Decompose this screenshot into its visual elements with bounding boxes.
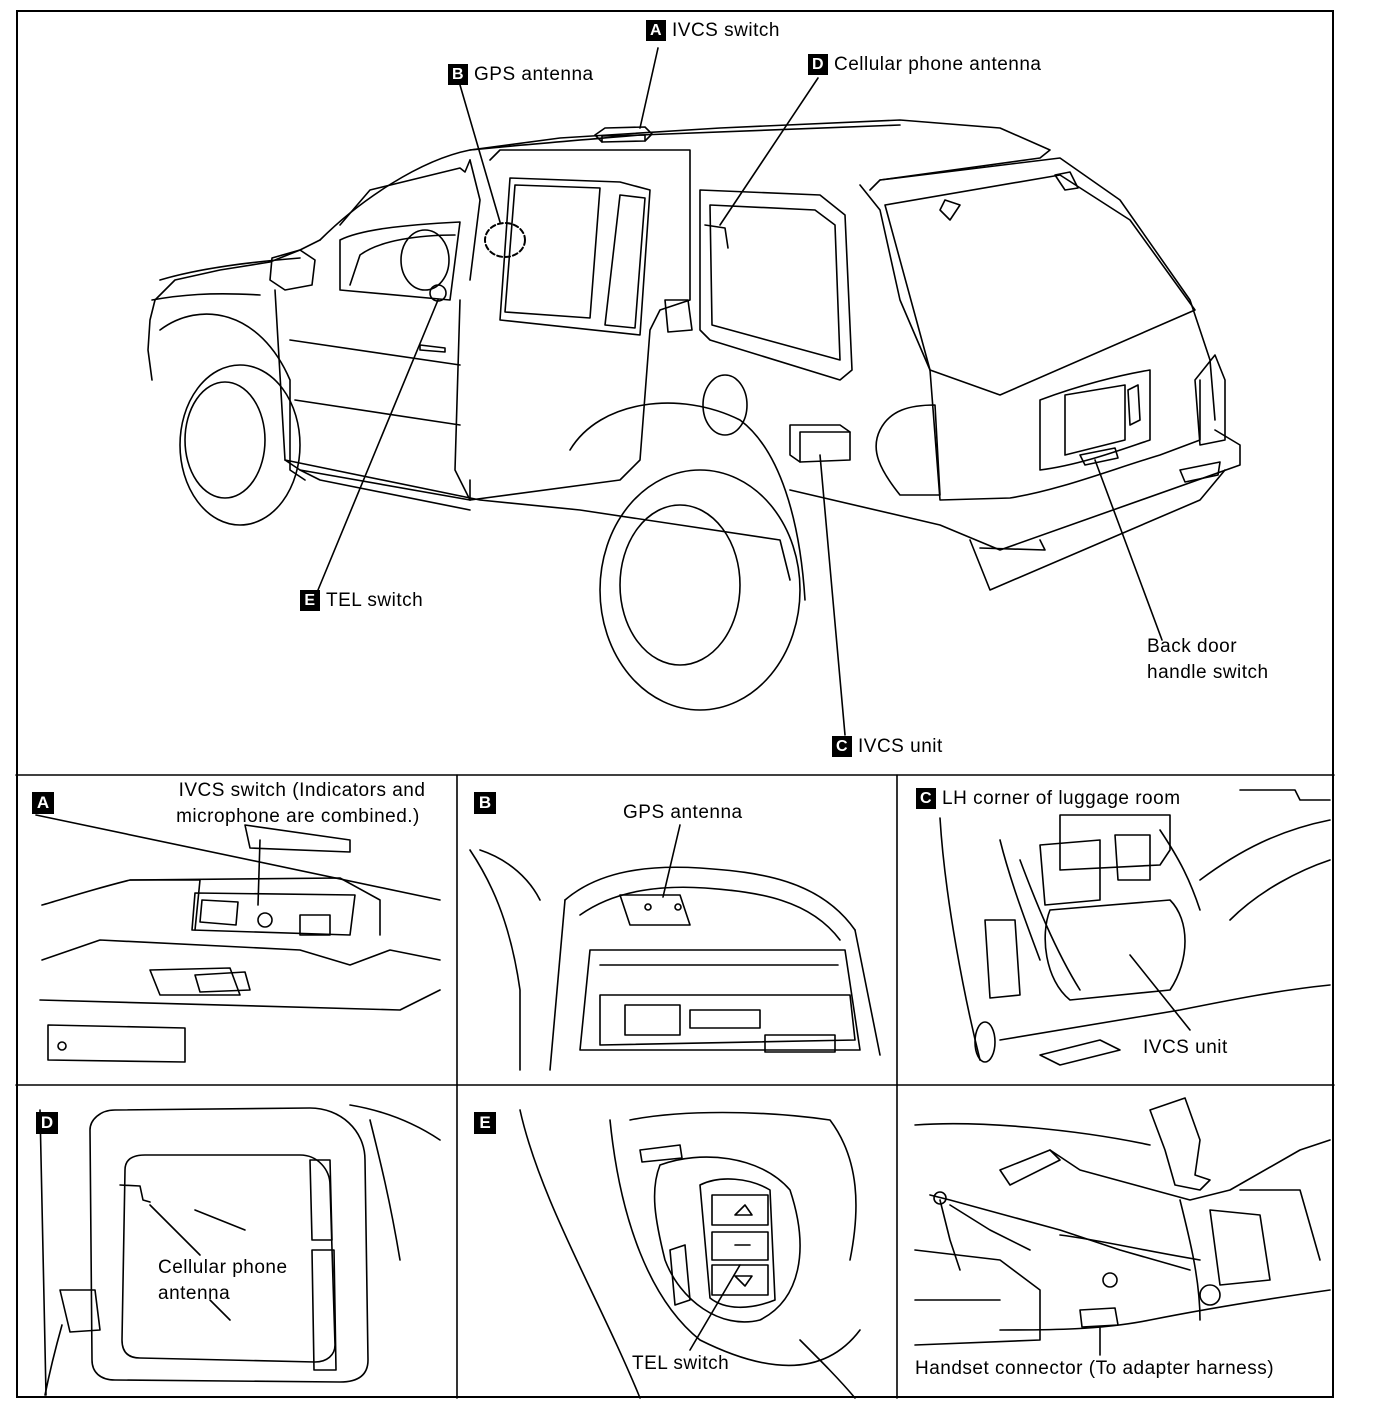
callout-b-text: GPS antenna <box>474 64 594 85</box>
panel-f-caption: Handset connector (To adapter harness) <box>915 1358 1275 1379</box>
panel-d-caption-1: Cellular phone <box>158 1257 288 1278</box>
panel-d-caption-2: antenna <box>158 1283 231 1304</box>
panel-c-art <box>939 789 1331 1066</box>
callout-d-key: D <box>808 54 828 76</box>
callout-e: E TEL switch <box>300 590 423 612</box>
callout-e-key: E <box>300 590 320 612</box>
callout-c-key: C <box>832 736 852 758</box>
callout-b: B GPS antenna <box>448 64 594 86</box>
diagram-frame <box>16 10 1334 1398</box>
back-door-label-2: handle switch <box>1147 662 1269 683</box>
panel-e-key: E <box>474 1112 496 1134</box>
panel-e-caption: TEL switch <box>632 1353 730 1374</box>
vehicle-illustration <box>147 47 1241 736</box>
callout-c: C IVCS unit <box>832 736 943 758</box>
callout-c-text: IVCS unit <box>858 736 943 757</box>
panel-a-art <box>35 814 441 1063</box>
panel-c-caption: C LH corner of luggage room <box>916 788 1181 810</box>
panel-b-art <box>469 824 881 1071</box>
panel-b-key: B <box>474 792 496 814</box>
panel-c-key: C <box>916 788 936 810</box>
panel-grid <box>15 774 1335 1399</box>
panel-f-art <box>914 1097 1331 1356</box>
panel-b-caption: GPS antenna <box>623 802 743 823</box>
panel-a-key: A <box>32 792 54 814</box>
callout-d: D Cellular phone antenna <box>808 54 1042 76</box>
panel-e-art <box>519 1109 861 1399</box>
panel-c-unit-label: IVCS unit <box>1143 1037 1228 1058</box>
panel-c-caption-text: LH corner of luggage room <box>942 788 1181 809</box>
callout-b-key: B <box>448 64 468 86</box>
panel-a-caption-1: IVCS switch (Indicators and <box>178 780 426 801</box>
back-door-label-1: Back door <box>1147 636 1238 657</box>
panel-d-art <box>39 1104 441 1396</box>
callout-a: A IVCS switch <box>646 20 780 42</box>
callout-e-text: TEL switch <box>326 590 424 611</box>
callout-a-key: A <box>646 20 666 42</box>
panel-d-key: D <box>36 1112 58 1134</box>
panel-a-caption-2: microphone are combined.) <box>176 806 420 827</box>
callout-d-text: Cellular phone antenna <box>834 54 1042 75</box>
callout-a-text: IVCS switch <box>672 20 780 41</box>
